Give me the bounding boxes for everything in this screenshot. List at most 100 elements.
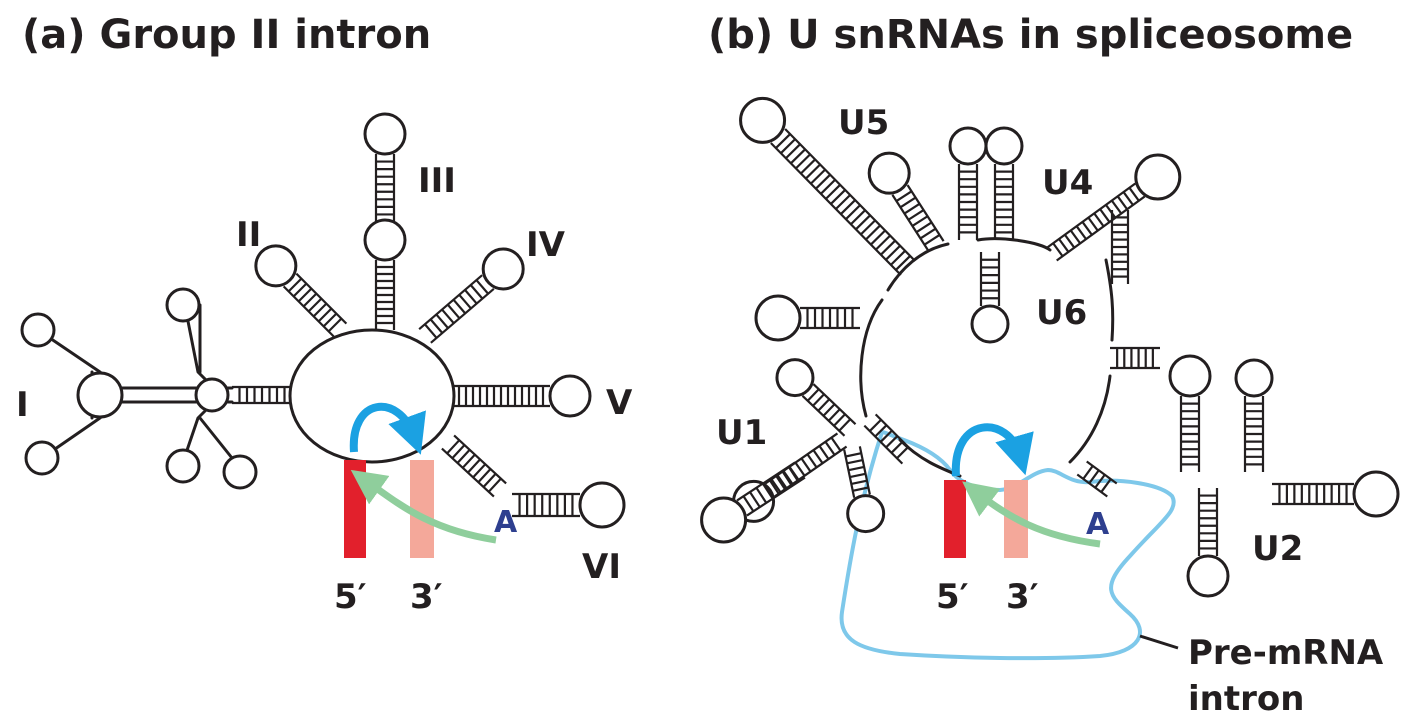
u1-stem-low-base-pair [812,449,824,464]
u1-stem-low-base-pair [824,441,836,456]
domain-vi-stem-lower [441,434,507,498]
u5-stem-long-base-pair [885,244,901,261]
u4-stem-left-loop [948,126,988,166]
u5-stem-short-base-pair [899,196,917,209]
u6-stem-loop [970,304,1010,344]
u1-stem-far-loop [700,496,748,544]
domain-iii-stem-lower [363,218,407,330]
u2-stem-down-loop [1186,554,1230,598]
u2-branch-helix-base-pair [1082,465,1094,480]
u4-u6-branch-base-pair [1064,234,1076,249]
domain-v-stem-loop [548,374,592,418]
domain-iv-stem [418,247,525,344]
u4-stem-right-loop [984,126,1024,166]
domain-iv-stem-base-pair [441,308,455,324]
u2-branch-helix-base-pair [1088,469,1100,484]
domain-i-junction-loop [76,371,124,419]
u1-stem-up-base-pair [833,413,846,427]
three-prime-label-a: 3′ [410,577,443,617]
u5-stem-long-base-pair [860,219,876,236]
five-prime-label-a: 5′ [334,577,367,617]
domain-ii-label: II [236,215,261,255]
u1-stem-up-base-pair [806,388,820,402]
first-step-arrow-b [951,423,1034,477]
u5-stem-short [867,151,945,252]
u5-stem-short-strand-1 [906,184,945,242]
u6-stem [970,252,1010,344]
domain-ii-stem-base-pair [292,282,308,298]
domain-i-hairpin-loop-2 [24,440,60,476]
u5-stem-long-base-pair [855,214,871,231]
panel-a-title: (a) Group II intron [22,12,431,58]
u1-stem-mid-strand-1 [863,424,904,465]
u1-stem-down-base-pair [846,459,863,465]
u1-stem-down-base-pair [845,452,862,458]
domain-ii-stem-base-pair [312,302,328,318]
u1-stem-up-base-pair [812,393,825,407]
domain-ii-stem-base-pair [307,297,323,313]
u1-stem-low [732,432,848,523]
u1-stem-far-strand-2 [746,476,806,517]
domain-vi-stem-lower-base-pair [482,473,497,488]
u5-stem-long-base-pair [800,158,816,175]
u1-stem-low-base-pair [818,445,830,460]
u1-stem-low-base-pair [770,478,782,494]
domain-iv-stem-base-pair [469,284,484,300]
domain-vi-stem-upper [512,481,626,529]
domain-vi-stem-lower-base-pair [487,477,502,493]
central-core-loop [288,328,456,464]
u1-stem-far-base-pair [755,487,768,504]
u1-stem-down-strand-1 [843,449,856,498]
u4-u6-branch-base-pair [1105,204,1117,219]
u4-u6-branch-base-pair [1058,238,1070,253]
domain-ii-stem [254,244,348,338]
u1-stem-far-strand-1 [736,461,796,502]
u1-stem-down-strand-2 [858,446,871,495]
five-prime-exon-a [344,460,366,558]
domain-ii-stem-base-pair [317,307,333,323]
u5-stem-long-base-pair [815,173,831,190]
five-prime-exon-b [944,480,966,558]
u1-stem-mid-base-pair [885,435,899,449]
u1-stem-down [843,446,886,534]
u4-u6-branch-base-pair [1081,221,1093,236]
u1-stem-far-base-pair [774,474,787,491]
u5-stem-long-base-pair [790,148,806,165]
u4-u6-branch-base-pair [1110,199,1123,215]
u2-branch-helix-strand-2 [1086,460,1118,485]
u1-stem-down-base-pair [849,472,866,479]
u1-stem-mid [863,413,915,465]
domain-iv-stem-base-pair [435,313,449,329]
u1-stem-low-base-pair [794,461,806,477]
u2-stem-upper-right [1234,358,1274,472]
domain-i-hairpin-loop-5 [222,454,258,490]
domain-iv-stem-loop [481,247,525,291]
u5-stem-short-base-pair [911,215,929,227]
u5-label: U5 [838,103,889,143]
u1-stem-mid-base-pair [896,446,910,460]
u5-stem-long-loop [739,96,787,144]
domain-vi-stem-lower-base-pair [446,439,461,455]
domain-i-stem [232,385,292,405]
u1-stem-far-base-pair [749,491,761,508]
u5-stem-short-loop [867,151,911,195]
domain-iv-stem-base-pair [429,318,444,334]
five-prime-label-b: 5′ [936,577,969,617]
u6-label: U6 [1036,293,1087,333]
domain-iv-stem-base-pair [458,294,472,310]
three-prime-label-b: 3′ [1006,577,1039,617]
u6-side-stem [1110,210,1130,284]
domain-ii-stem-base-pair [287,277,303,293]
pre-mrna-label: Pre-mRNA [1188,633,1384,673]
u1-stem-down-base-pair [848,465,865,472]
domain-ii-stem-base-pair [302,292,318,308]
u5-stem-long-base-pair [875,234,891,251]
u1-stem-low-base-pair [806,453,818,469]
domain-iv-stem-strand-1 [430,287,495,344]
second-step-arrow-b [962,481,1101,548]
u5-stem-long-base-pair [850,209,866,226]
u2-stem-upper-left [1168,354,1212,472]
u1-stem-low-base-pair [776,474,788,489]
